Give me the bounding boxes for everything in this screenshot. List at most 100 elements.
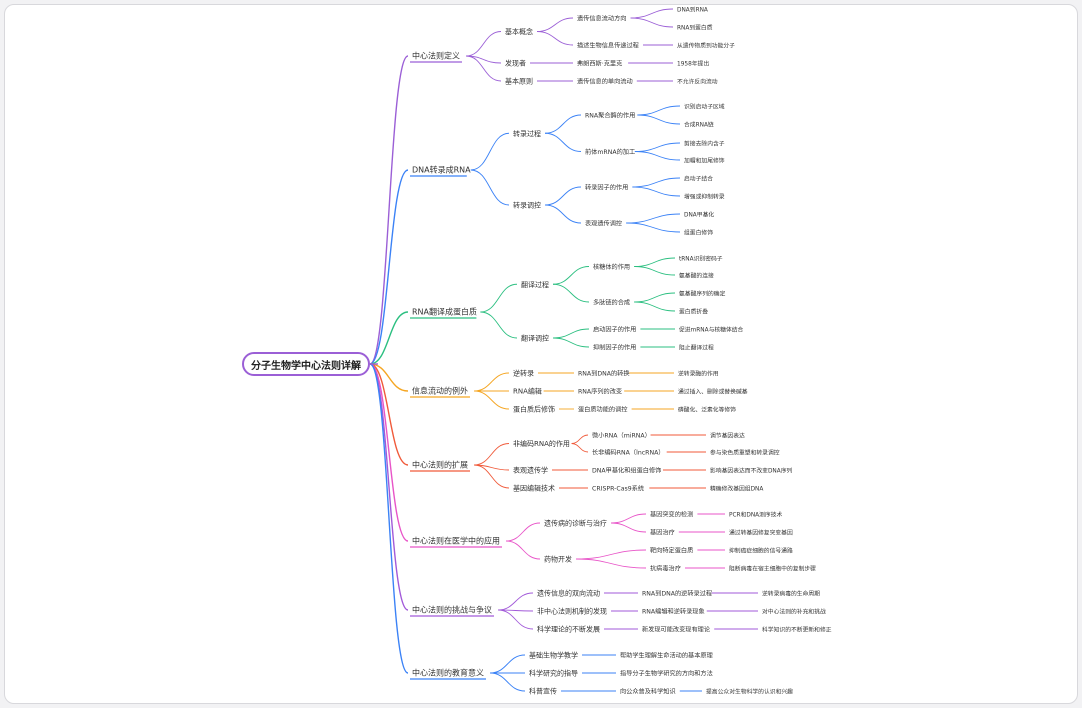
node-b2-d4[interactable]: 阻止翻译过程 xyxy=(679,344,714,352)
branch-0-label[interactable]: 中心法则定义 xyxy=(412,51,460,61)
node-b4-d4[interactable]: 调节基因表达 xyxy=(710,432,745,440)
node-b6-d2[interactable]: 遗传信息的双向流动 xyxy=(537,589,600,598)
connector-line xyxy=(626,213,681,224)
node-b5-d3[interactable]: 抗病毒治疗 xyxy=(650,565,681,573)
node-b3-d3[interactable]: 蛋白质功能的调控 xyxy=(578,406,628,414)
node-b4-d3[interactable]: 微小RNA（miRNA） xyxy=(592,432,651,440)
node-b0-d3[interactable]: 描述生物信息传递过程 xyxy=(577,42,639,50)
root-node[interactable]: 分子生物学中心法则详解 xyxy=(242,352,370,376)
node-b7-d3[interactable]: 指导分子生物学研究的方向和方法 xyxy=(620,670,713,678)
node-b0-d4[interactable]: 不允许反向流动 xyxy=(677,78,718,86)
node-b6-d4[interactable]: 科学知识的不断更新和修正 xyxy=(762,626,832,634)
node-b7-d3[interactable]: 向公众普及科学知识 xyxy=(620,688,676,696)
node-b5-d3[interactable]: 基因突变的检测 xyxy=(650,511,693,519)
node-b2-d3[interactable]: 核糖体的作用 xyxy=(593,263,630,271)
node-b0-d4[interactable]: RNA到蛋白质 xyxy=(677,24,713,32)
node-b4-d2[interactable]: 表观遗传学 xyxy=(513,466,548,475)
node-b1-d3[interactable]: 表观遗传调控 xyxy=(585,220,622,228)
node-b2-d3[interactable]: 启动因子的作用 xyxy=(593,326,636,334)
node-b4-d4[interactable]: 影响基因表达而不改变DNA序列 xyxy=(710,467,793,475)
node-b0-d2[interactable]: 基本概念 xyxy=(505,27,533,36)
branch-3-label[interactable]: 信息流动的例外 xyxy=(412,386,468,396)
node-b4-d3[interactable]: DNA甲基化和组蛋白修饰 xyxy=(592,467,661,475)
node-b1-d4[interactable]: 识别启动子区域 xyxy=(684,103,725,111)
node-b1-d4[interactable]: 剪接去除内含子 xyxy=(684,140,725,148)
node-b5-d2[interactable]: 药物开发 xyxy=(544,555,572,564)
node-b5-d4[interactable]: 通过转基因修复突变基因 xyxy=(729,529,793,537)
node-b7-d3[interactable]: 帮助学生理解生命活动的基本原理 xyxy=(620,652,713,660)
node-b1-d2[interactable]: 转录调控 xyxy=(513,201,541,210)
node-b6-d2[interactable]: 科学理论的不断发展 xyxy=(537,625,600,634)
connector-line xyxy=(470,132,510,171)
node-b6-d4[interactable]: 对中心法则的补充和挑战 xyxy=(762,608,826,616)
node-b0-d2[interactable]: 发现者 xyxy=(505,59,526,68)
node-b1-d4[interactable]: 启动子结合 xyxy=(684,175,713,183)
node-b2-d4[interactable]: 氨基酸的连接 xyxy=(679,272,714,280)
node-b3-d4[interactable]: 逆转录酶的作用 xyxy=(678,370,719,378)
node-b0-d4[interactable]: 1958年提出 xyxy=(677,60,709,68)
node-b3-d4[interactable]: 通过插入、删除或替换碱基 xyxy=(678,388,748,396)
connector-line xyxy=(634,142,681,152)
node-b4-d4[interactable]: 精确修改基因组DNA xyxy=(710,485,763,493)
branch-7-label[interactable]: 中心法则的教育意义 xyxy=(412,668,484,678)
node-b1-d4[interactable]: 合成RNA链 xyxy=(684,121,714,129)
node-b2-d3[interactable]: 抑制因子的作用 xyxy=(593,344,636,352)
node-b5-d2[interactable]: 遗传病的诊断与治疗 xyxy=(544,519,607,528)
node-b7-d2[interactable]: 科普宣传 xyxy=(529,687,557,696)
node-b4-d3[interactable]: CRISPR-Cas9系统 xyxy=(592,485,644,493)
node-b2-d3[interactable]: 多肽链的合成 xyxy=(593,299,630,307)
node-b5-d4[interactable]: PCR和DNA测序技术 xyxy=(729,511,783,519)
node-b1-d2[interactable]: 转录过程 xyxy=(513,129,541,138)
node-b4-d2[interactable]: 基因编辑技术 xyxy=(513,484,555,493)
node-b6-d2[interactable]: 非中心法则机制的发现 xyxy=(537,607,607,616)
node-b2-d4[interactable]: 蛋白质折叠 xyxy=(679,308,708,316)
node-b1-d4[interactable]: 加帽和加尾修饰 xyxy=(684,157,725,165)
node-b0-d2[interactable]: 基本原则 xyxy=(505,77,533,86)
node-b0-d3[interactable]: 遗传信息的单向流动 xyxy=(577,78,633,86)
node-b6-d4[interactable]: 逆转录病毒的生命周期 xyxy=(762,590,820,598)
branch-5-label[interactable]: 中心法则在医学中的应用 xyxy=(412,536,500,546)
node-b0-d4[interactable]: 从遗传物质到功能分子 xyxy=(677,42,735,50)
node-b3-d2[interactable]: RNA编辑 xyxy=(513,387,542,396)
connector-line xyxy=(369,363,409,611)
node-b1-d4[interactable]: 组蛋白修饰 xyxy=(684,229,713,237)
node-b3-d4[interactable]: 磷酸化、泛素化等修饰 xyxy=(678,406,736,414)
node-b2-d2[interactable]: 翻译过程 xyxy=(521,280,549,289)
node-b2-d4[interactable]: tRNA识别密码子 xyxy=(679,255,723,263)
connector-line xyxy=(637,114,681,125)
node-b3-d3[interactable]: RNA到DNA的转换 xyxy=(578,370,630,378)
branch-4-label[interactable]: 中心法则的扩展 xyxy=(412,460,468,470)
node-b6-d3[interactable]: RNA到DNA的逆转录过程 xyxy=(642,590,712,598)
node-b5-d3[interactable]: 基因治疗 xyxy=(650,529,675,537)
node-b4-d4[interactable]: 参与染色质重塑和转录调控 xyxy=(710,449,780,457)
node-b3-d2[interactable]: 蛋白质后修饰 xyxy=(513,405,555,414)
branch-1-label[interactable]: DNA转录成RNA xyxy=(412,165,471,175)
node-b4-d3[interactable]: 长非编码RNA（lncRNA） xyxy=(592,449,665,457)
branch-2-label[interactable]: RNA翻译成蛋白质 xyxy=(412,307,477,317)
node-b2-d4[interactable]: 氨基酸序列的确定 xyxy=(679,290,726,298)
node-b2-d4[interactable]: 促进mRNA与核糖体结合 xyxy=(679,326,744,334)
node-b7-d2[interactable]: 科学研究的指导 xyxy=(529,669,578,678)
node-b5-d3[interactable]: 靶向特定蛋白质 xyxy=(650,547,693,555)
node-b5-d4[interactable]: 阻断病毒在宿主细胞中的复制步骤 xyxy=(729,565,816,573)
node-b6-d3[interactable]: RNA编辑和逆转录现象 xyxy=(642,608,705,616)
node-b3-d2[interactable]: 逆转录 xyxy=(513,369,534,378)
node-b0-d3[interactable]: 弗朗西斯·克里克 xyxy=(577,60,622,68)
connector-line xyxy=(465,55,502,82)
node-b5-d4[interactable]: 抑制癌症细胞的信号通路 xyxy=(729,547,793,555)
node-b1-d3[interactable]: RNA聚合酶的作用 xyxy=(585,112,635,120)
node-b6-d3[interactable]: 新发现可能改变现有理论 xyxy=(642,626,711,634)
node-b2-d2[interactable]: 翻译调控 xyxy=(521,334,549,343)
node-b0-d3[interactable]: 遗传信息流动方向 xyxy=(577,15,627,23)
node-b3-d3[interactable]: RNA序列的改变 xyxy=(578,388,622,396)
node-b4-d2[interactable]: 非编码RNA的作用 xyxy=(513,439,570,448)
node-b1-d4[interactable]: 增强或抑制转录 xyxy=(684,193,725,201)
branch-6-label[interactable]: 中心法则的挑战与争议 xyxy=(412,605,492,615)
node-b0-d4[interactable]: DNA到RNA xyxy=(677,7,708,14)
node-b7-d2[interactable]: 基础生物学教学 xyxy=(529,651,578,660)
node-b7-d4[interactable]: 提高公众对生物科学的认识和兴趣 xyxy=(706,688,793,696)
node-b1-d3[interactable]: 转录因子的作用 xyxy=(585,184,628,192)
connector-line xyxy=(552,328,590,339)
node-b1-d4[interactable]: DNA甲基化 xyxy=(684,211,714,219)
node-b1-d3[interactable]: 前体mRNA的加工 xyxy=(585,148,635,156)
